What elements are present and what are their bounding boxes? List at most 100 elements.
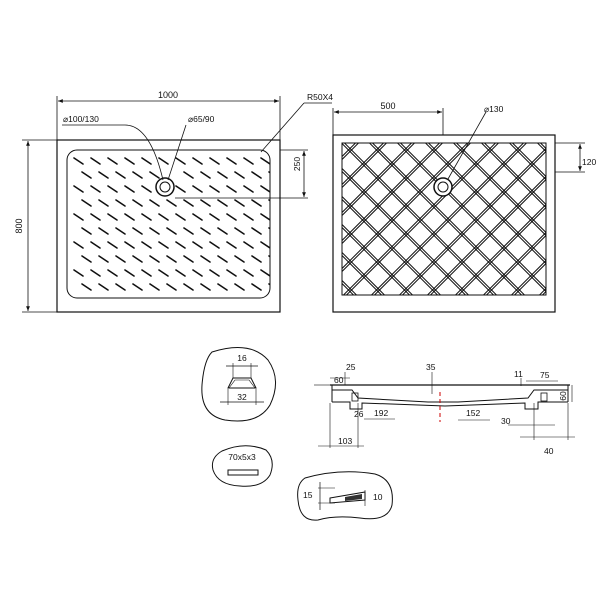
anti-slip-dash xyxy=(192,241,203,249)
lattice-rib xyxy=(480,143,546,209)
underside-outline xyxy=(332,134,556,313)
anti-slip-dash xyxy=(183,283,194,291)
anti-slip-dash xyxy=(209,269,220,277)
lattice-rib xyxy=(485,234,546,295)
tray-inner-basin xyxy=(66,149,271,299)
anti-slip-dash xyxy=(141,269,152,277)
drain-inner-label: ⌀65/90 xyxy=(188,114,215,124)
anti-slip-dash xyxy=(175,185,186,193)
anti-slip-dash xyxy=(234,255,245,263)
anti-slip-dash xyxy=(73,213,84,221)
lattice-rib xyxy=(452,143,546,237)
anti-slip-dash xyxy=(251,199,262,207)
lattice-rib xyxy=(342,223,414,295)
anti-slip-dash xyxy=(209,241,220,249)
anti-slip-dash xyxy=(81,171,92,179)
lattice-rib xyxy=(342,143,388,189)
lattice-rib xyxy=(136,130,316,310)
drain-outer-leader-curve xyxy=(124,124,164,181)
anti-slip-dash xyxy=(73,241,84,249)
base-label: 103 xyxy=(338,436,352,446)
anti-slip-dash xyxy=(217,199,228,207)
anti-slip-dash xyxy=(107,241,118,249)
anti-slip-dash xyxy=(175,269,186,277)
width-label: 1000 xyxy=(158,90,178,100)
groove-profile-hatch xyxy=(228,379,256,389)
anti-slip-dash xyxy=(149,255,160,263)
anti-slip-dash xyxy=(81,227,92,235)
section-right-rib xyxy=(540,392,548,402)
anti-slip-pattern xyxy=(73,157,270,291)
rib-outline-blob xyxy=(211,445,273,487)
lattice-rib xyxy=(342,143,469,270)
anti-slip-dash xyxy=(260,185,270,193)
anti-slip-dash xyxy=(141,157,152,165)
anti-slip-dash xyxy=(243,185,254,193)
anti-slip-dash xyxy=(183,171,194,179)
lattice-rib xyxy=(426,175,546,295)
anti-slip-dash xyxy=(81,199,92,207)
section-left-rib xyxy=(351,392,359,402)
anti-slip-dash xyxy=(192,157,203,165)
anti-slip-dash xyxy=(243,241,254,249)
r-inner-label: 30 xyxy=(501,416,511,426)
anti-slip-dash xyxy=(209,213,220,221)
anti-slip-dash xyxy=(73,185,84,193)
height-label: 800 xyxy=(14,218,24,233)
anti-slip-dash xyxy=(107,157,118,165)
anti-slip-dash xyxy=(260,157,270,165)
edge-profile-fill xyxy=(345,494,362,501)
lattice-rib xyxy=(457,206,546,295)
drain-hole-inner xyxy=(159,181,171,193)
lattice-rib xyxy=(136,130,316,310)
detail-edge: 15 10 xyxy=(297,471,393,521)
anti-slip-dash xyxy=(234,199,245,207)
anti-slip-dash xyxy=(175,213,186,221)
anti-slip-dash xyxy=(81,255,92,263)
rib-size-label: 70x5x3 xyxy=(228,452,256,462)
anti-slip-dash xyxy=(73,269,84,277)
lattice-rib xyxy=(342,143,444,245)
center-label: 35 xyxy=(426,362,436,372)
anti-slip-dash xyxy=(217,227,228,235)
seg-label: 192 xyxy=(374,408,388,418)
anti-slip-dash xyxy=(209,157,220,165)
groove-base-label: 32 xyxy=(237,392,247,402)
anti-slip-dash xyxy=(226,157,237,165)
anti-slip-dash xyxy=(226,269,237,277)
lattice-rib xyxy=(105,130,285,310)
anti-slip-dash xyxy=(251,283,262,291)
lattice-rib xyxy=(342,251,386,295)
anti-slip-dash xyxy=(166,227,177,235)
anti-slip-dash xyxy=(90,269,101,277)
underside-drain-inner xyxy=(437,181,449,193)
lattice-rib xyxy=(133,130,313,310)
anti-slip-dash xyxy=(166,255,177,263)
anti-slip-dash xyxy=(73,157,84,165)
anti-slip-dash xyxy=(98,283,109,291)
anti-slip-dash xyxy=(260,213,270,221)
anti-slip-dash xyxy=(158,269,169,277)
lattice-rib xyxy=(513,262,546,295)
anti-slip-dash xyxy=(226,185,237,193)
anti-slip-dash xyxy=(251,227,262,235)
anti-slip-dash xyxy=(98,227,109,235)
anti-slip-dash xyxy=(124,185,135,193)
corner-label: R50X4 xyxy=(307,92,333,102)
anti-slip-dash xyxy=(107,213,118,221)
anti-slip-dash xyxy=(217,283,228,291)
anti-slip-dash xyxy=(200,171,211,179)
lattice-rib xyxy=(429,178,546,295)
anti-slip-dash xyxy=(243,157,254,165)
anti-slip-dash xyxy=(90,213,101,221)
underside-drain-label: ⌀130 xyxy=(484,104,504,114)
anti-slip-dash xyxy=(149,227,160,235)
anti-slip-dash xyxy=(175,157,186,165)
anti-slip-dash xyxy=(90,157,101,165)
anti-slip-dash xyxy=(90,241,101,249)
lattice-rib xyxy=(398,147,546,295)
lattice-rib xyxy=(511,143,546,178)
anti-slip-dash xyxy=(115,283,126,291)
anti-slip-dash xyxy=(158,157,169,165)
